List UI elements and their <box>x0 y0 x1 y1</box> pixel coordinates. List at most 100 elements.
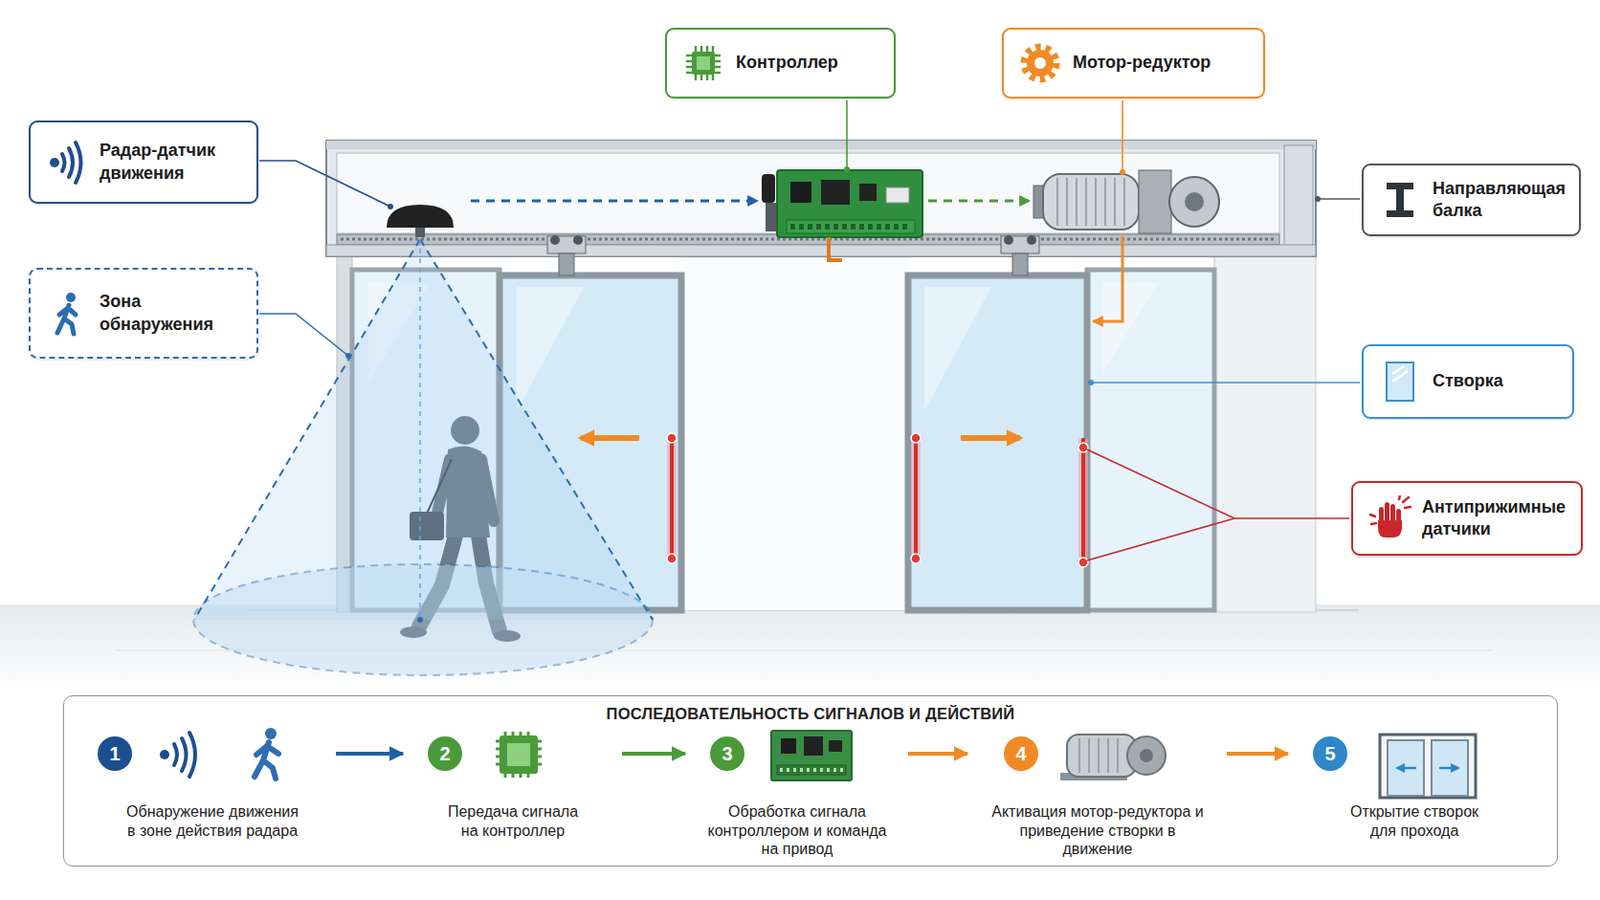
ibeam-icon <box>1377 177 1423 223</box>
door-header <box>326 140 1316 257</box>
hand-icon <box>1370 495 1411 525</box>
anti-pinch-sensor <box>913 438 918 559</box>
step-icon <box>495 732 542 778</box>
step-icon <box>771 731 852 781</box>
anti-pinch-sensor <box>666 433 1089 568</box>
controller-board <box>790 181 812 203</box>
walker-icon <box>57 305 76 334</box>
door-frame <box>681 256 909 611</box>
controller-callout: Контроллер <box>665 27 896 99</box>
callout-number: 1 <box>97 736 133 772</box>
door-motion-arrow <box>580 435 640 442</box>
step-icon <box>1439 767 1459 771</box>
anti-pinch-sensor <box>911 438 921 559</box>
sequence-panel: ПОСЛЕДОВАТЕЛЬНОСТЬ СИГНАЛОВ И ДЕЙСТВИЙ1О… <box>63 695 1558 867</box>
door-leaf <box>908 275 1088 611</box>
door-frame <box>1214 256 1316 613</box>
step-icon <box>1127 736 1166 776</box>
leader-line <box>1087 449 1350 561</box>
gear-icon <box>1017 40 1064 87</box>
door-header <box>326 140 1316 257</box>
callout-label: Створка <box>1432 370 1504 393</box>
door-leaf <box>1102 283 1158 374</box>
callout-label: Антиприжимные датчики <box>1422 496 1570 542</box>
flow-arrow <box>335 752 403 756</box>
callout-number: 3 <box>710 736 745 772</box>
glass-icon <box>1377 358 1423 405</box>
chip-icon <box>686 45 721 81</box>
door-header <box>336 153 1280 234</box>
controller-board <box>761 174 776 203</box>
leader-line <box>259 160 391 207</box>
controller-board <box>828 237 843 261</box>
radar-callout: Радар-датчик движения <box>28 120 259 204</box>
zone-callout: Зона обнаружения <box>28 267 259 359</box>
leader-line <box>259 313 349 356</box>
step-icon <box>1079 738 1118 774</box>
step-description: Активация мотор-редуктора и приведение с… <box>990 802 1206 860</box>
step-icon <box>1066 734 1136 778</box>
step-icon <box>777 765 846 776</box>
step-box: 2Передача сигнала на контроллер <box>407 735 619 861</box>
leader-line <box>259 100 1360 561</box>
step-box: 4Активация мотор-редуктора и приведение … <box>972 735 1223 862</box>
leader-line <box>1317 198 1360 200</box>
anti-pinch-sensor <box>1078 438 1089 559</box>
flow-arrow <box>1226 752 1289 756</box>
door-hanger <box>1003 235 1014 245</box>
signal-arrow <box>928 200 1030 203</box>
step-icon <box>1397 767 1417 771</box>
gear-icon <box>1026 49 1054 77</box>
leader-line <box>845 100 848 170</box>
door-header <box>326 140 1316 150</box>
callout-label: Зона обнаружения <box>99 290 244 336</box>
detection-cone <box>417 617 423 623</box>
chip-icon <box>680 40 727 87</box>
anti-pinch-sensor <box>1081 438 1086 559</box>
step-icon <box>1431 740 1468 797</box>
door-motion-arrow <box>580 438 1021 440</box>
hand-icon <box>1384 502 1390 524</box>
radar-icon <box>62 154 66 172</box>
callout-number: 4 <box>1003 736 1039 772</box>
walker-icon <box>66 292 76 303</box>
glass-icon <box>1392 366 1408 382</box>
door-leaf <box>924 287 992 412</box>
door-hanger <box>573 235 583 245</box>
door-header <box>326 244 1316 257</box>
leaf-callout: Створка <box>1361 344 1575 420</box>
pinch-callout: Антиприжимные датчики <box>1351 481 1583 556</box>
step-icon <box>1379 734 1476 799</box>
callout-number: 2 <box>427 736 463 772</box>
anti-pinch-sensor <box>911 433 921 444</box>
door-motion-arrow <box>960 435 1021 442</box>
step-description: Обнаружение движения в зоне действия рад… <box>124 802 302 841</box>
controller-board <box>886 187 910 203</box>
detection-cone <box>420 239 653 621</box>
anti-pinch-sensor <box>1078 557 1089 568</box>
flow-arrow <box>622 752 686 756</box>
leader-line <box>387 203 394 210</box>
door-header <box>1284 145 1313 254</box>
gear-icon <box>1034 57 1046 69</box>
step-icon <box>265 728 277 740</box>
motor-gearbox <box>1138 170 1172 234</box>
signal-arrow <box>1092 236 1123 322</box>
detection-cone <box>193 564 653 676</box>
leader-line <box>1090 381 1360 384</box>
step-icon <box>254 742 279 779</box>
callout-label: Направляющая балка <box>1432 177 1568 223</box>
anti-pinch-sensor <box>1078 443 1089 453</box>
leader-line <box>1121 100 1124 173</box>
door-hanger <box>547 236 586 254</box>
controller-board <box>761 170 923 261</box>
anti-pinch-sensor <box>669 438 674 559</box>
step-icon <box>1139 749 1154 763</box>
step-box: 1Обнаружение движения в зоне действия ра… <box>92 735 333 861</box>
callout-label: Мотор-редуктор <box>1072 51 1211 74</box>
walker-icon <box>44 290 90 337</box>
motor-gearbox <box>1184 192 1204 212</box>
step-box: 5Открытие створок для прохода <box>1292 735 1536 861</box>
detection-cone <box>193 239 653 676</box>
